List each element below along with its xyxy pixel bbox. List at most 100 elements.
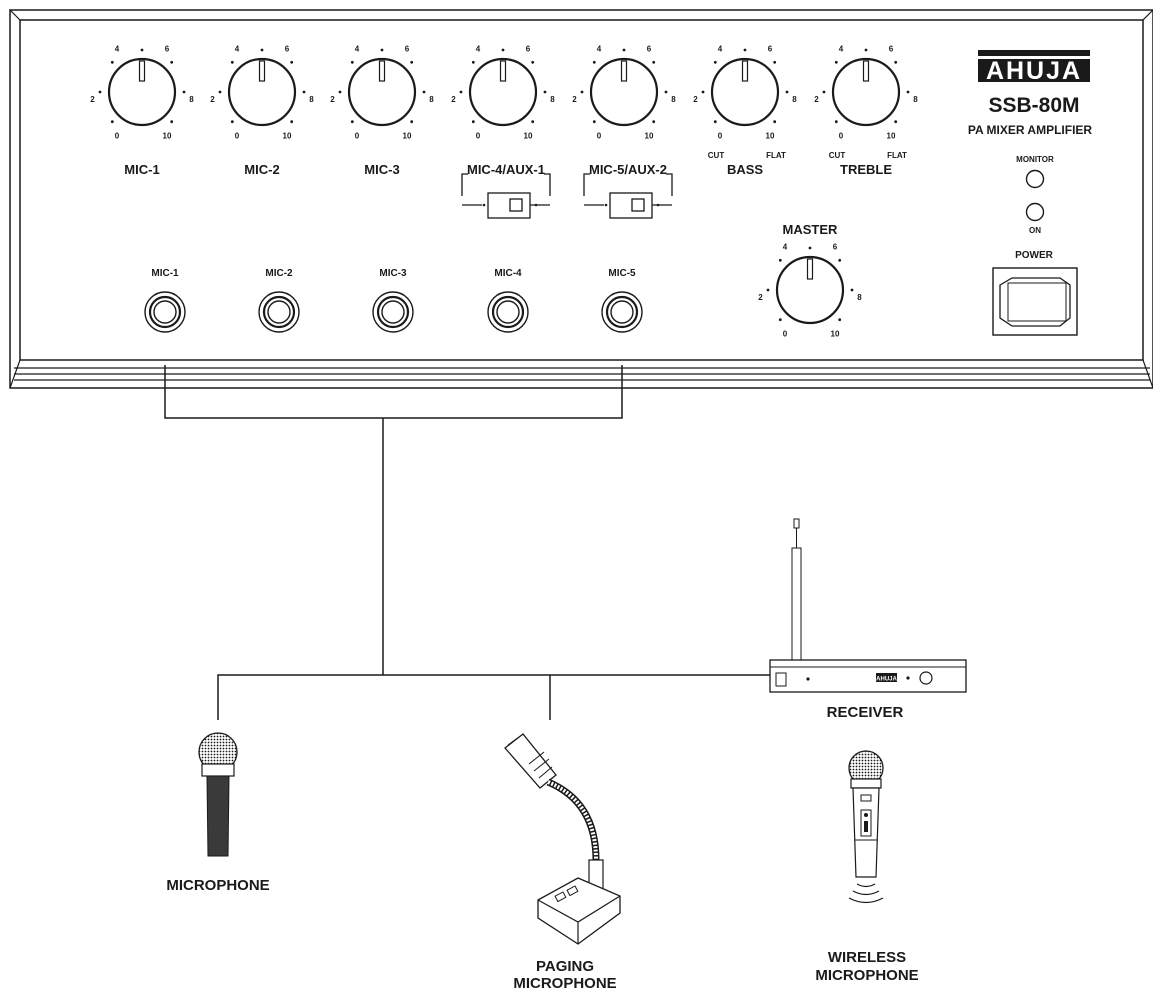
jack-mic-1[interactable]: [144, 291, 186, 333]
jack-label-mic-4: MIC-4: [494, 268, 522, 279]
mic5-aux2-selector-switch[interactable]: [583, 173, 673, 219]
power-switch[interactable]: [992, 267, 1078, 336]
knob-scale-dot: [170, 60, 174, 64]
knob-scale-dot: [592, 60, 596, 64]
knob-tick-label: 8: [671, 95, 676, 104]
knob-scale-dot: [110, 60, 114, 64]
treble-cut-label: CUT: [829, 151, 846, 160]
jack-label-mic-3: MIC-3: [379, 268, 407, 279]
knob-label-master: MASTER: [783, 222, 839, 237]
knob-scale-dot: [785, 90, 789, 94]
knob-tick-label: 6: [768, 45, 773, 54]
knob-tick-label: 4: [235, 45, 240, 54]
jack-ring: [381, 300, 405, 324]
knob-scale-dot: [822, 90, 826, 94]
knob-pointer: [741, 60, 749, 82]
knob-label-mic-5-aux-2: MIC-5/AUX-2: [589, 162, 667, 177]
knob-label-mic-3: MIC-3: [364, 162, 399, 177]
knob-scale-dot: [834, 60, 838, 64]
on-led: [1025, 202, 1045, 222]
product-subtitle: PA MIXER AMPLIFIER: [968, 123, 1093, 137]
knob-tick-label: 4: [476, 45, 481, 54]
jack-label-mic-2: MIC-2: [265, 268, 293, 279]
knob-scale-dot: [110, 120, 114, 124]
knob-scale-dot: [338, 90, 342, 94]
knob-tick-label: 8: [913, 95, 918, 104]
knob-scale-dot: [410, 60, 414, 64]
knob-scale-dot: [778, 258, 782, 262]
knob-scale-dot: [531, 120, 535, 124]
knob-tick-label: 2: [693, 95, 698, 104]
knob-pointer: [806, 258, 814, 280]
knob-tick-label: 10: [283, 131, 292, 140]
jack-mic-5[interactable]: [601, 291, 643, 333]
knob-body: [831, 57, 901, 127]
knob-scale-dot: [838, 318, 842, 322]
knob-body: [589, 57, 659, 127]
jack-mic-3[interactable]: [372, 291, 414, 333]
knob-tick-label: 8: [792, 95, 797, 104]
monitor-label: MONITOR: [1016, 155, 1054, 164]
jack-mic-2[interactable]: [258, 291, 300, 333]
knob-scale-dot: [459, 90, 463, 94]
knob-scale-dot: [501, 48, 505, 52]
jack-label-mic-5: MIC-5: [608, 268, 636, 279]
receiver-label: RECEIVER: [827, 704, 904, 721]
microphone-label: MICROPHONE: [166, 877, 269, 894]
jack-ring: [496, 300, 520, 324]
jack-mic-4[interactable]: [487, 291, 529, 333]
knob-pointer: [138, 60, 146, 82]
knob-tick-label: 2: [572, 95, 577, 104]
paging-microphone-label-line2: MICROPHONE: [513, 975, 616, 992]
model-name: SSB-80M: [988, 94, 1079, 117]
knob-scale-dot: [410, 120, 414, 124]
knob-scale-dot: [302, 90, 306, 94]
knob-scale-dot: [894, 120, 898, 124]
knob-scale-dot: [894, 60, 898, 64]
knob-scale-dot: [543, 90, 547, 94]
bass-cut-label: CUT: [708, 151, 725, 160]
knob-body: [468, 57, 538, 127]
knob-body: [775, 255, 845, 325]
knob-scale-dot: [260, 48, 264, 52]
knob-scale-dot: [743, 48, 747, 52]
knob-scale-dot: [850, 288, 854, 292]
jack-label-mic-1: MIC-1: [151, 268, 179, 279]
knob-tick-label: 8: [309, 95, 314, 104]
knob-tick-label: 0: [597, 131, 602, 140]
knob-scale-dot: [652, 120, 656, 124]
knob-tick-label: 8: [429, 95, 434, 104]
knob-scale-dot: [422, 90, 426, 94]
knob-tick-label: 4: [718, 45, 723, 54]
jack-ring: [267, 300, 291, 324]
knob-tick-label: 6: [165, 45, 170, 54]
knob-tick-label: 4: [839, 45, 844, 54]
knob-tick-label: 6: [405, 45, 410, 54]
mic4-aux1-selector-switch[interactable]: [461, 173, 551, 219]
amplifier-panel: [9, 9, 1153, 389]
paging-microphone-icon: [504, 733, 621, 945]
paging-microphone-label-line1: PAGING: [536, 958, 594, 975]
knob-scale-dot: [170, 120, 174, 124]
bass-flat-label: FLAT: [766, 151, 786, 160]
knob-scale-dot: [290, 120, 294, 124]
knob-scale-dot: [380, 48, 384, 52]
knob-scale-dot: [471, 60, 475, 64]
knob-pointer: [258, 60, 266, 82]
knob-scale-dot: [580, 90, 584, 94]
monitor-led: [1025, 169, 1045, 189]
knob-tick-label: 0: [476, 131, 481, 140]
knob-tick-label: 0: [718, 131, 723, 140]
knob-scale-dot: [778, 318, 782, 322]
knob-tick-label: 8: [189, 95, 194, 104]
knob-tick-label: 6: [833, 243, 838, 252]
knob-scale-dot: [290, 60, 294, 64]
